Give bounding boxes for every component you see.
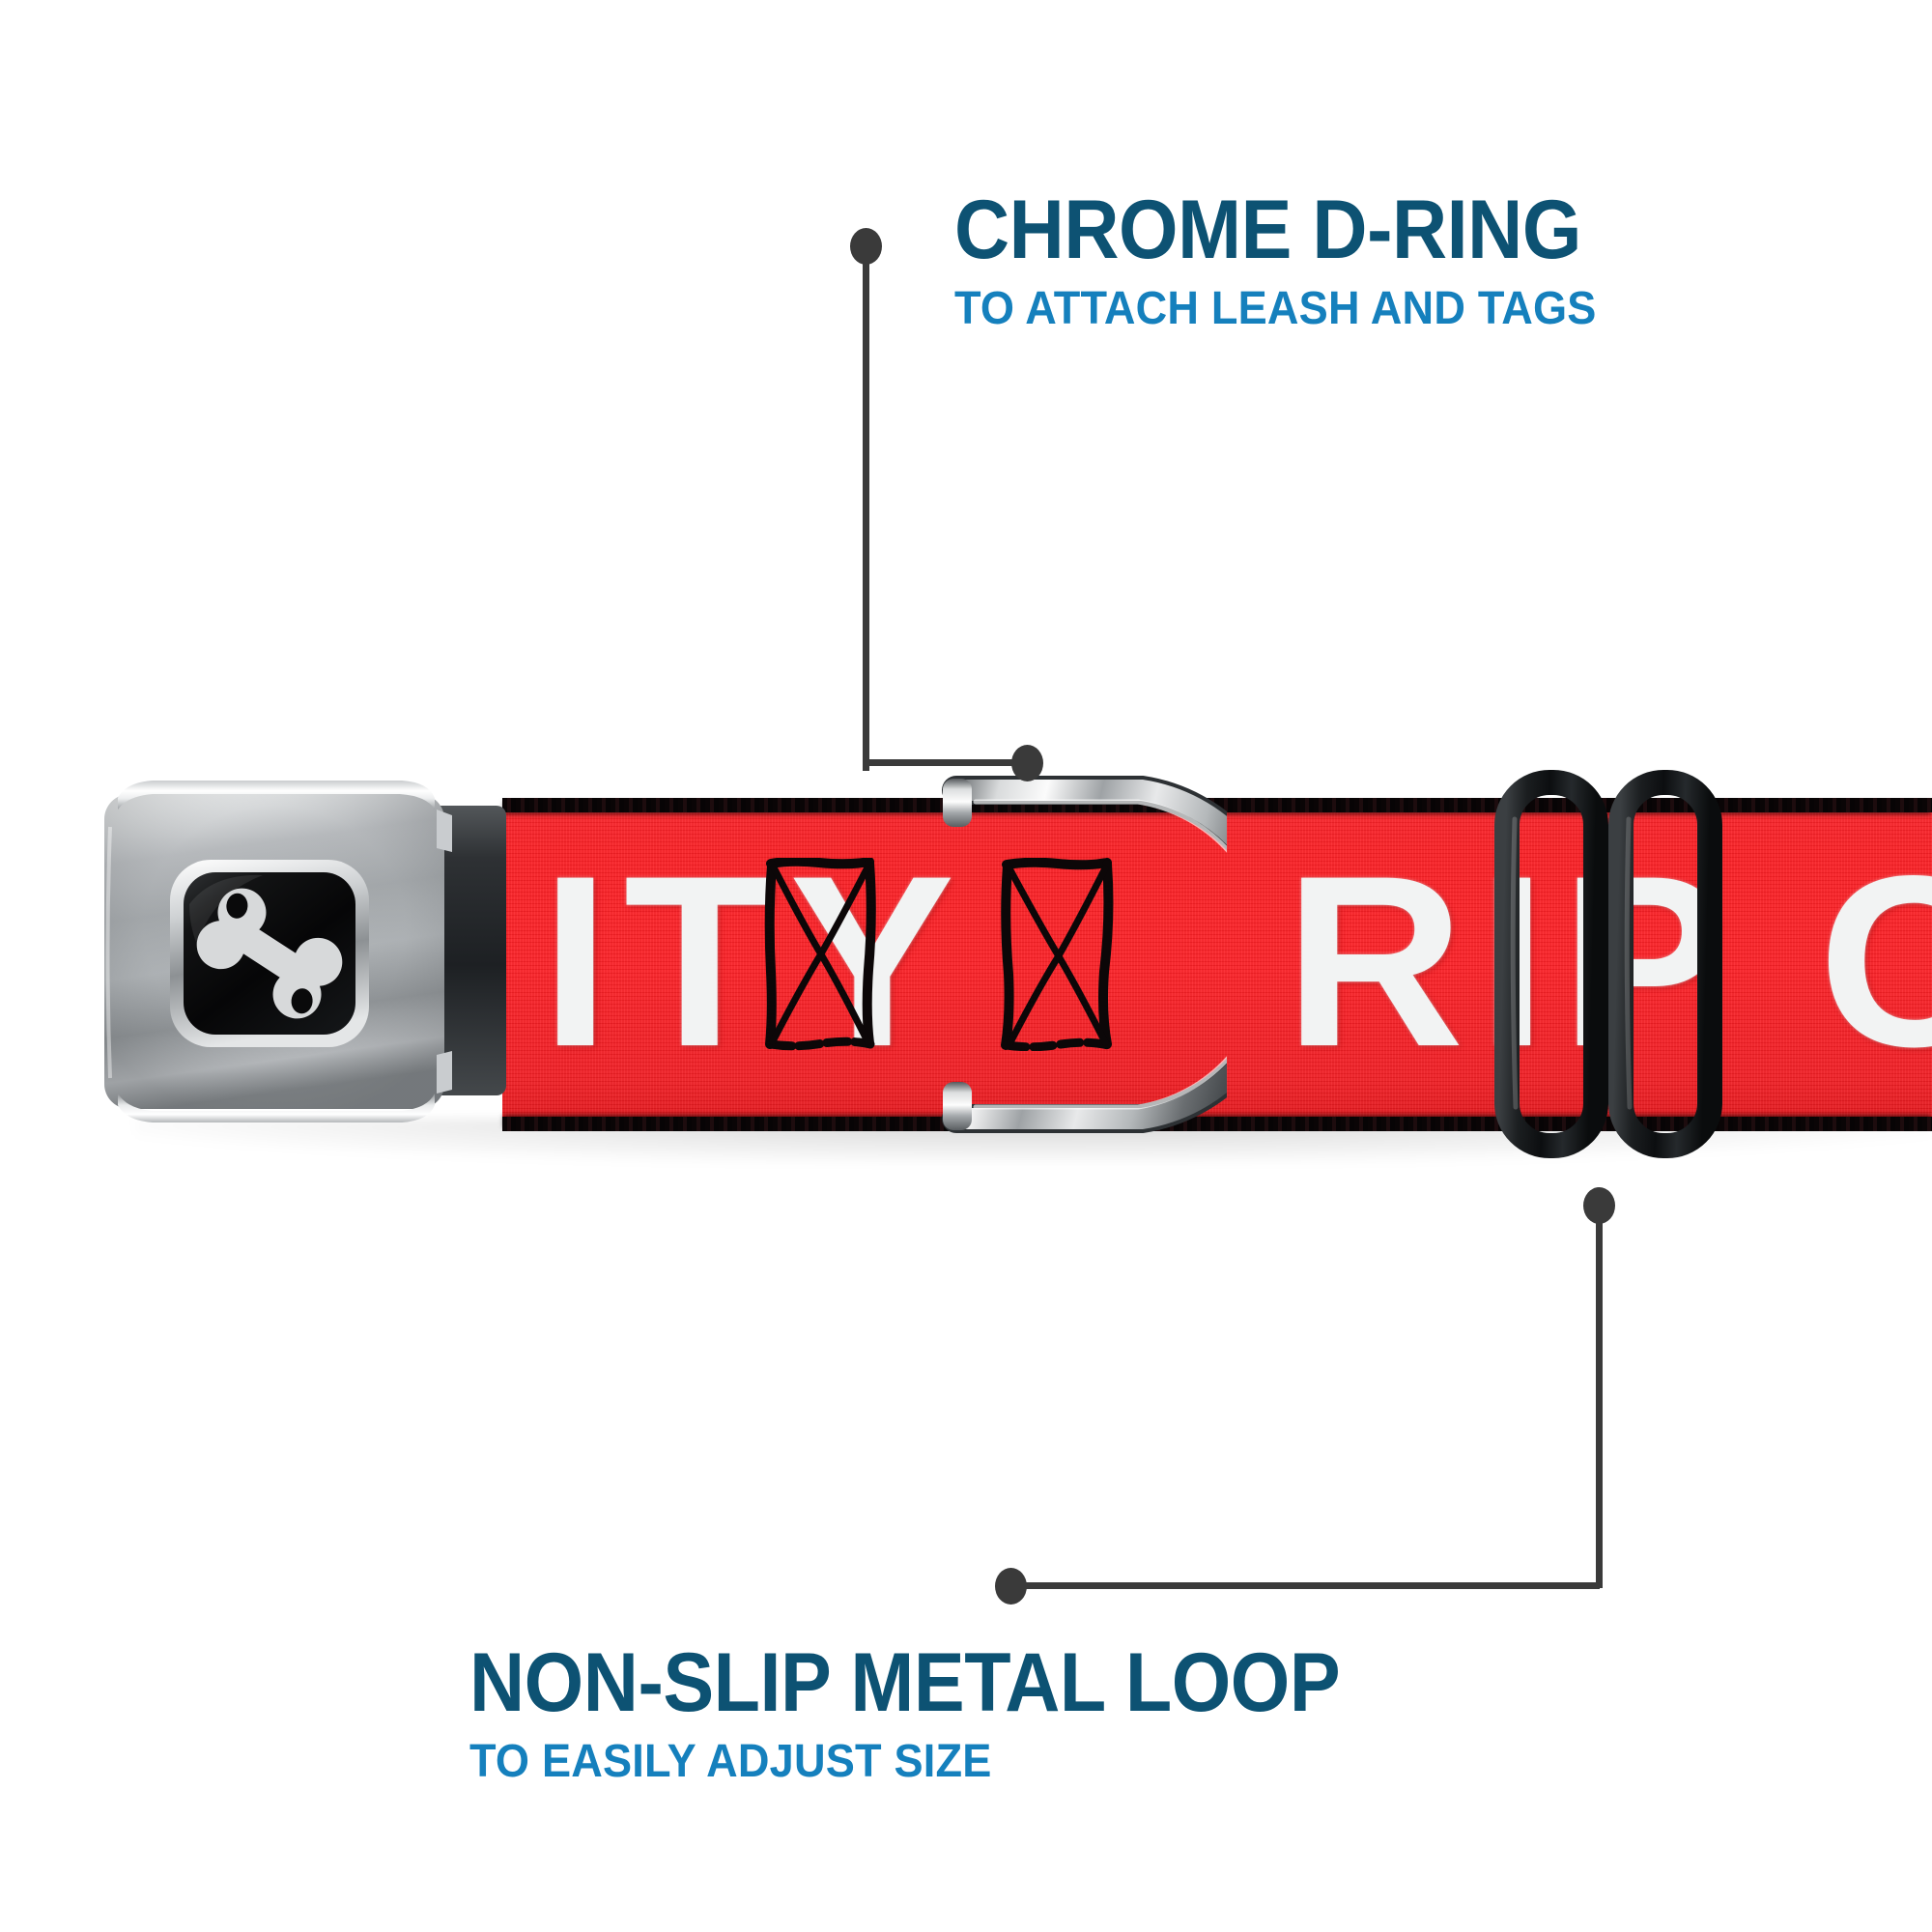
webbing-text-left: ITY bbox=[541, 826, 969, 1097]
callout-subtitle-chrome-d-ring: TO ATTACH LEASH AND TAGS bbox=[954, 283, 1597, 335]
d-ring-icon bbox=[942, 776, 1227, 1133]
bone-icon bbox=[196, 888, 343, 1019]
leader-dot-callout-bottom bbox=[995, 1568, 1027, 1605]
callout-title-chrome-d-ring: CHROME D-RING bbox=[954, 184, 1581, 276]
leader-line-vertical-top bbox=[863, 243, 869, 771]
callout-non-slip-metal-loop: NON-SLIP METAL LOOP TO EASILY ADJUST SIZ… bbox=[469, 1636, 1416, 1788]
metal-loop-icon bbox=[1494, 770, 1722, 1158]
leader-line-horizontal-bottom bbox=[1009, 1582, 1600, 1589]
bartack-stitch-icon bbox=[1001, 858, 1114, 1051]
leader-line-vertical-bottom bbox=[1596, 1204, 1603, 1588]
seatbelt-buckle-icon bbox=[104, 781, 506, 1122]
callout-subtitle-non-slip-metal-loop: TO EASILY ADJUST SIZE bbox=[469, 1736, 992, 1788]
callout-title-non-slip-metal-loop: NON-SLIP METAL LOOP bbox=[469, 1636, 1341, 1729]
leader-line-horizontal-top bbox=[863, 759, 1035, 766]
bartack-stitch-icon bbox=[764, 858, 876, 1051]
leader-dot-target-d-ring bbox=[1011, 745, 1043, 781]
callout-chrome-d-ring: CHROME D-RING TO ATTACH LEASH AND TAGS bbox=[954, 184, 1637, 335]
